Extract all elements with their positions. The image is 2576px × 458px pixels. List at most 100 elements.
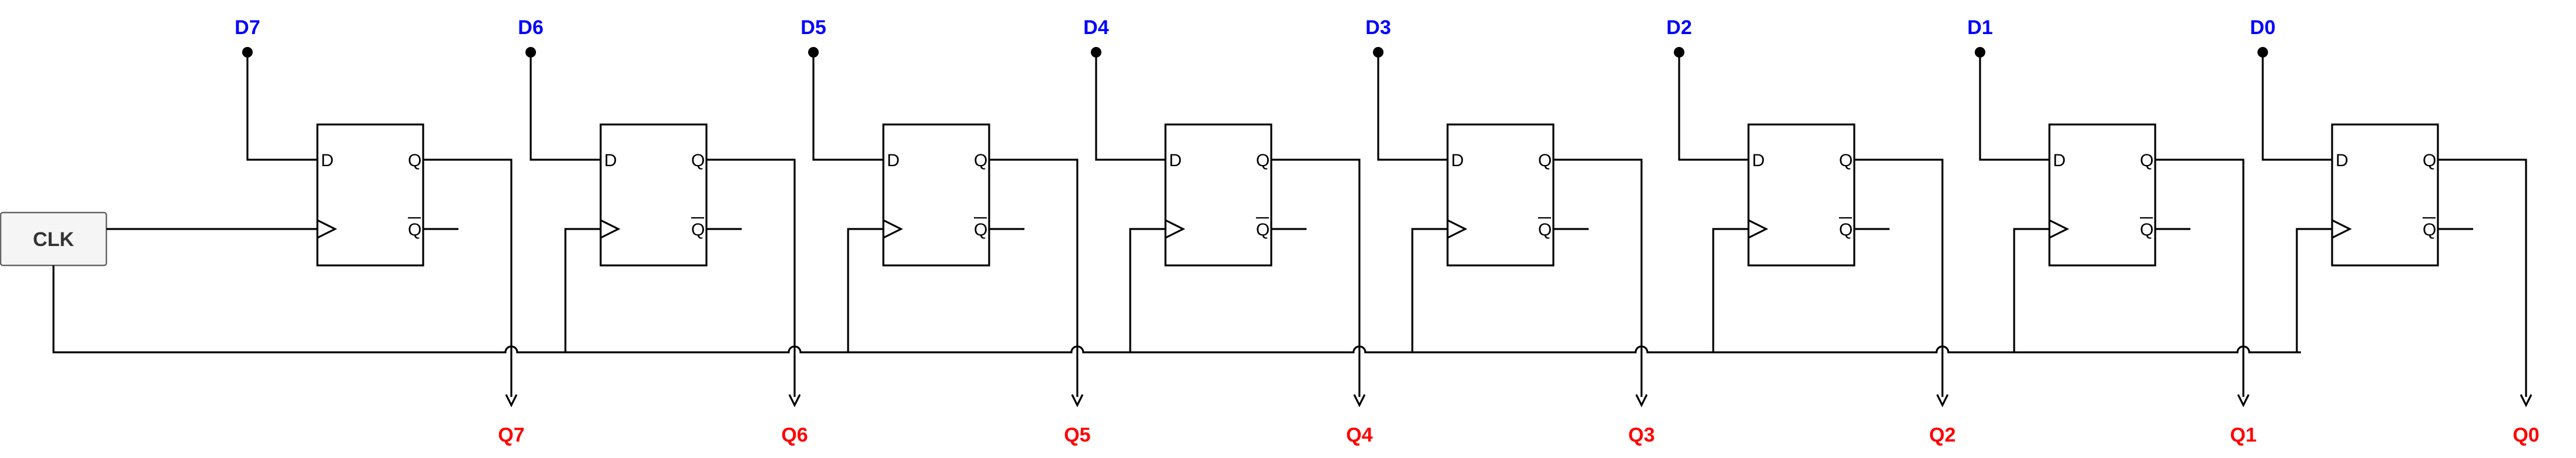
pin-label-d: D [887,151,900,170]
input-label: D0 [2250,16,2275,39]
d-flip-flop-6[interactable]: D Q Q [2048,123,2156,267]
clock-wire-3 [1129,228,1165,352]
output-arrow-icon [1635,394,1648,408]
input-terminal[interactable] [1373,47,1384,58]
flip-flop-body [599,123,708,267]
output-wire-0 [423,159,512,397]
d-flip-flop-5[interactable]: D Q Q [1747,123,1855,267]
input-label: D3 [1365,16,1391,39]
pin-label-d: D [321,151,334,170]
clock-edge-icon [1165,219,1185,239]
flip-flop-body [316,123,424,267]
flip-flop-body [2048,123,2156,267]
clock-edge-icon [1748,219,1768,239]
input-label: D6 [518,16,543,39]
output-wire-6 [2155,159,2245,397]
flip-flop-body [882,123,990,267]
clock-edge-icon [2332,219,2352,239]
pin-label-qbar: Q [1839,220,1853,240]
output-label: Q1 [2230,424,2256,446]
pin-label-d: D [2336,151,2349,170]
output-arrow-icon [1071,394,1084,408]
d-flip-flop-0[interactable]: D Q Q [316,123,424,267]
pin-label-q: Q [2423,151,2436,170]
clock-edge-icon [600,219,621,239]
input-label: D5 [800,16,826,39]
input-terminal[interactable] [1975,47,1985,58]
output-label: Q6 [781,424,808,446]
pin-label-qbar: Q [2140,220,2153,240]
input-terminal[interactable] [525,47,536,58]
clock-wire-1 [564,228,601,352]
pin-label-q: Q [974,151,987,170]
clock-wire-2 [847,228,883,352]
input-label: D1 [1967,16,1992,39]
input-terminal[interactable] [2257,47,2268,58]
pin-label-d: D [1451,151,1464,170]
pin-label-q: Q [2140,151,2153,170]
output-label: Q0 [2513,424,2539,446]
output-label: Q2 [1929,424,1955,446]
output-arrow-icon [2237,394,2250,408]
wiring [52,47,2533,408]
flip-flop-body [1164,123,1272,267]
pin-label-d: D [2053,151,2066,170]
pin-label-qbar: Q [1538,220,1552,240]
pin-label-q: Q [691,151,705,170]
clock-edge-icon [2049,219,2069,239]
input-terminal[interactable] [242,47,253,58]
data-wire-6 [1979,52,2049,161]
output-wire-1 [706,159,796,397]
input-label: D4 [1083,16,1109,39]
clock-edge-icon [883,219,903,239]
output-wire-4 [1553,159,1643,397]
input-terminal[interactable] [808,47,819,58]
clock-wire-6 [2013,228,2049,352]
flip-flop-body [1747,123,1855,267]
d-flip-flop-1[interactable]: D Q Q [599,123,708,267]
output-arrow-icon [788,394,801,408]
pin-label-qbar: Q [691,220,705,240]
pin-label-d: D [604,151,617,170]
data-wire-7 [2262,52,2332,161]
input-terminal[interactable] [1674,47,1684,58]
clock-wire-4 [1411,228,1448,352]
output-label: Q5 [1064,424,1090,446]
data-wire-1 [530,52,601,161]
clock-bus [52,265,2301,353]
pin-label-qbar: Q [974,220,987,240]
data-wire-5 [1678,52,1748,161]
flip-flop-body [2331,123,2439,267]
clock-edge-icon [317,219,337,239]
output-wire-5 [1854,159,1944,397]
pin-label-q: Q [1538,151,1552,170]
d-flip-flop-4[interactable]: D Q Q [1446,123,1555,267]
data-wire-4 [1377,52,1448,161]
output-label: Q3 [1628,424,1654,446]
clock-block[interactable]: CLK [0,211,108,267]
output-arrow-icon [1936,394,1949,408]
output-label: Q4 [1346,424,1372,446]
pin-label-d: D [1752,151,1765,170]
data-wire-3 [1095,52,1165,161]
output-arrow-icon [2520,394,2533,408]
output-arrow-icon [1353,394,1366,408]
output-wire-2 [989,159,1078,397]
clock-label: CLK [33,228,74,251]
pin-label-q: Q [408,151,421,170]
output-wire-3 [1271,159,1361,397]
pin-label-q: Q [1839,151,1853,170]
output-label: Q7 [498,424,524,446]
d-flip-flop-2[interactable]: D Q Q [882,123,990,267]
clock-wire-5 [1712,228,1748,352]
input-terminal[interactable] [1091,47,1101,58]
pin-label-qbar: Q [408,220,421,240]
clock-edge-icon [1447,219,1468,239]
flip-flop-body [1446,123,1555,267]
data-wire-2 [812,52,883,161]
pin-label-q: Q [1256,151,1269,170]
